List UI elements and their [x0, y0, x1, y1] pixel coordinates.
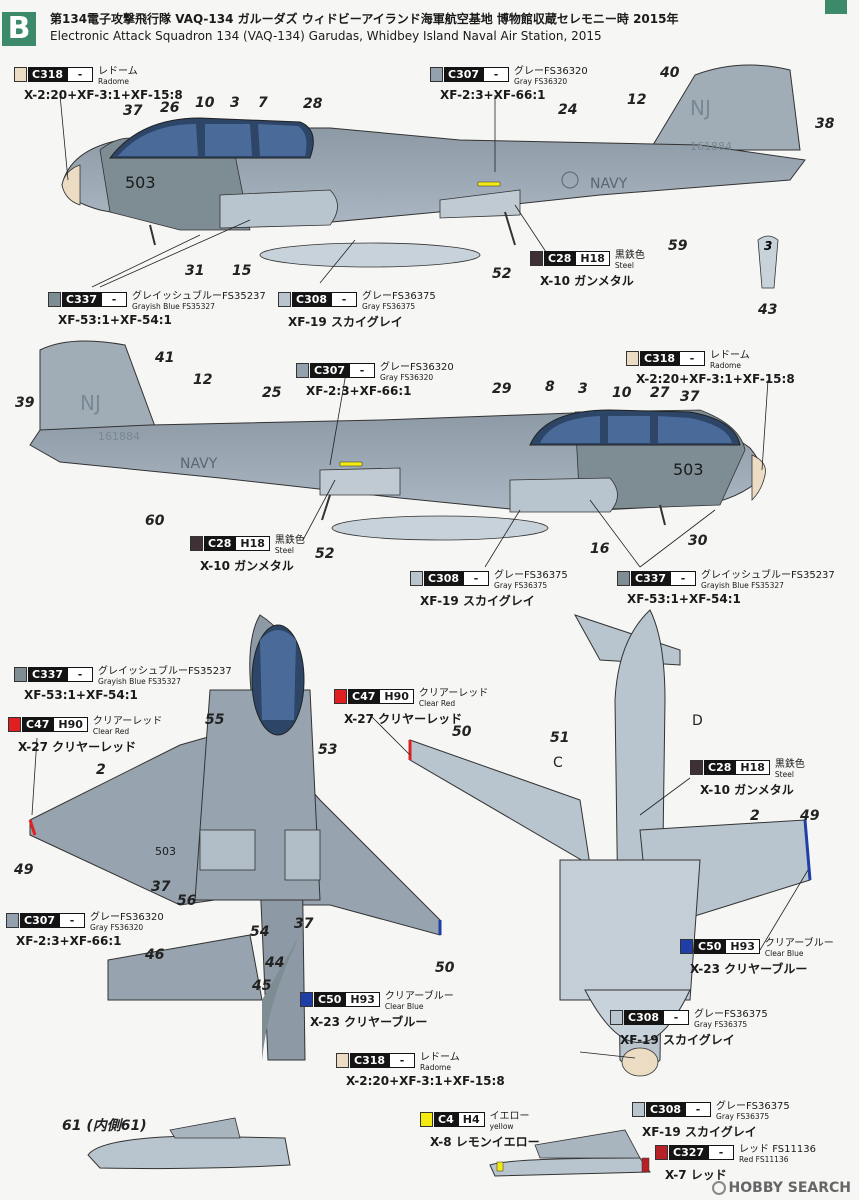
- part-number: 2: [750, 808, 760, 824]
- part-number: 37: [151, 879, 171, 895]
- part-number: 52: [315, 546, 335, 562]
- corner-tab: [825, 0, 847, 14]
- part-number: 61 (内側61): [62, 1118, 147, 1134]
- part-number: 44: [265, 955, 285, 971]
- title-jp: 第134電子攻撃飛行隊 VAQ-134 ガルーダズ ウィドビーアイランド海軍航空…: [50, 12, 679, 26]
- part-number: 12: [627, 92, 647, 108]
- tail-letters: NJ: [690, 96, 711, 120]
- buno-b: 161884: [98, 430, 140, 443]
- watermark: HOBBY SEARCH: [711, 1180, 851, 1196]
- part-number: 39: [15, 395, 35, 411]
- navy-text-b: NAVY: [180, 456, 218, 472]
- side-code-503: 503: [125, 173, 156, 192]
- part-number: 51: [550, 730, 570, 746]
- side-view-left: 503 NAVY NJ 161884 3: [61, 64, 806, 289]
- part-number: 15: [232, 263, 252, 279]
- part-number: 38: [815, 116, 835, 132]
- part-number: 26: [160, 100, 180, 116]
- part-number: 50: [435, 960, 455, 976]
- part-number: 43: [758, 302, 778, 318]
- part-number: 3: [230, 95, 240, 111]
- side-view-right: 503 NAVY NJ 161884: [29, 340, 766, 541]
- part-number: 49: [14, 862, 34, 878]
- part-number: 37: [123, 103, 143, 119]
- part-letter: D: [692, 713, 703, 729]
- part-number: 50: [452, 724, 472, 740]
- part-number: 7: [258, 95, 268, 111]
- part-3-detail: 3: [764, 239, 772, 253]
- stores: [87, 1117, 651, 1177]
- part-number: 30: [688, 533, 708, 549]
- part-number: 10: [612, 385, 632, 401]
- buno: 161884: [690, 140, 732, 153]
- part-number: 12: [193, 372, 213, 388]
- part-number: 54: [250, 924, 270, 940]
- bottom-view: [408, 609, 812, 1077]
- section-badge: B: [2, 12, 36, 46]
- part-number: 46: [145, 947, 165, 963]
- part-number: 10: [195, 95, 215, 111]
- part-letter: C: [553, 755, 563, 771]
- header: B 第134電子攻撃飛行隊 VAQ-134 ガルーダズ ウィドビーアイランド海軍…: [0, 0, 859, 48]
- part-number: 40: [660, 65, 680, 81]
- part-number: 41: [155, 350, 175, 366]
- part-number: 45: [252, 978, 272, 994]
- part-number: 25: [262, 385, 282, 401]
- part-number: 27: [650, 385, 670, 401]
- part-number: 37: [294, 916, 314, 932]
- part-number: 55: [205, 712, 225, 728]
- part-number: 24: [558, 102, 578, 118]
- side-code-503-b: 503: [673, 460, 704, 479]
- swatch: [14, 66, 27, 82]
- top-view: 503: [28, 614, 442, 1061]
- part-number: 29: [492, 381, 512, 397]
- leader-lines: [31, 94, 809, 1059]
- part-number: 28: [303, 96, 323, 112]
- part-number: 59: [668, 238, 688, 254]
- part-number: 49: [800, 808, 820, 824]
- part-number: 3: [578, 381, 588, 397]
- tail-letters-b: NJ: [80, 391, 101, 415]
- part-number: 37: [680, 389, 700, 405]
- part-number: 2: [96, 762, 106, 778]
- part-number: 8: [545, 379, 555, 395]
- part-number: 31: [185, 263, 205, 279]
- part-number: 52: [492, 266, 512, 282]
- part-number: 60: [145, 513, 165, 529]
- part-number: 16: [590, 541, 610, 557]
- watermark-logo-icon: [711, 1181, 726, 1195]
- navy-text: NAVY: [590, 176, 628, 192]
- part-number: 53: [318, 742, 338, 758]
- wing-code-503: 503: [155, 845, 176, 858]
- title-en: Electronic Attack Squadron 134 (VAQ-134)…: [50, 29, 602, 43]
- part-number: 56: [177, 893, 197, 909]
